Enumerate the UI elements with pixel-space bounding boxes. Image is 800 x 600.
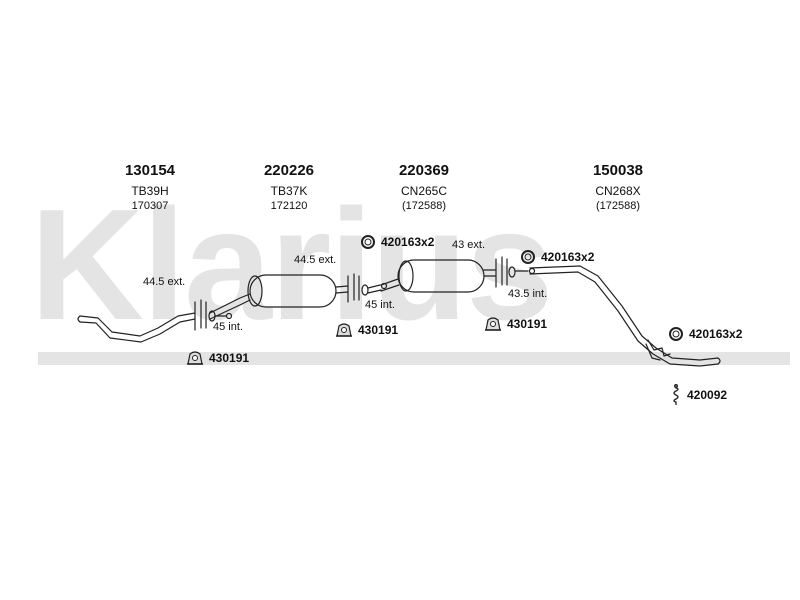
dimension-label: 44.5 ext. — [294, 254, 337, 266]
section-header-2: 220226 TB37K 172120 — [219, 162, 359, 214]
joint-flange-b — [347, 273, 388, 303]
rubber-mount-icon — [336, 323, 352, 337]
fitting-label: 430191 — [507, 317, 548, 331]
tail-pipe-150038 — [529, 265, 721, 367]
part-number: 220226 — [263, 162, 315, 179]
fitting-label: 420163x2 — [381, 235, 435, 249]
part-code: TB37K — [270, 184, 308, 198]
dimension-label: 45 int. — [213, 321, 243, 333]
part-number: 130154 — [124, 162, 176, 179]
clamp-ring-icon — [521, 250, 535, 264]
dimension-label: 45 int. — [365, 299, 395, 311]
section-header-4: 150038 CN268X (172588) — [548, 162, 688, 214]
clamp-ring-icon — [669, 327, 683, 341]
spring-hanger-icon — [673, 384, 679, 405]
watermark-underline — [38, 352, 790, 365]
dimension-label: 43.5 int. — [508, 288, 548, 300]
front-pipe-130154 — [77, 293, 251, 343]
brand-watermark: Klarius — [30, 177, 554, 353]
part-number: 220369 — [398, 162, 450, 179]
clamp-ring-icon — [361, 235, 375, 249]
fitting-label: 430191 — [209, 351, 250, 365]
part-ref: (172588) — [595, 200, 641, 212]
clamp-part-b: 420163x2 — [520, 249, 594, 265]
dimension-label: 44.5 ext. — [143, 276, 186, 288]
part-code: CN268X — [595, 184, 641, 198]
part-ref: 170307 — [131, 200, 169, 212]
mount-part-c: 430191 — [186, 350, 249, 366]
section-header-3: 220369 CN265C (172588) — [354, 162, 494, 214]
fitting-label: 430191 — [358, 323, 399, 337]
rear-silencer-220369 — [380, 259, 497, 293]
mount-part-a: 430191 — [335, 322, 398, 338]
part-ref: (172588) — [401, 200, 447, 212]
section-header-1: 130154 TB39H 170307 — [80, 162, 220, 214]
fitting-label: 420163x2 — [689, 327, 743, 341]
joint-flange-a — [194, 299, 233, 331]
part-ref: 172120 — [270, 200, 308, 212]
rubber-mount-icon — [187, 351, 203, 365]
clamp-part-c: 420163x2 — [668, 326, 742, 342]
dimension-label: 43 ext. — [452, 239, 486, 251]
part-code: CN265C — [400, 184, 448, 198]
rubber-mount-icon — [485, 317, 501, 331]
part-number: 150038 — [592, 162, 644, 179]
clamp-part-a: 420163x2 — [360, 234, 434, 250]
fitting-label: 420163x2 — [541, 250, 595, 264]
hanger-part: 420092 — [670, 384, 727, 406]
fitting-label: 420092 — [687, 388, 728, 402]
part-code: TB39H — [131, 184, 169, 198]
centre-silencer-220226 — [247, 274, 349, 308]
mount-part-b: 430191 — [484, 316, 547, 332]
